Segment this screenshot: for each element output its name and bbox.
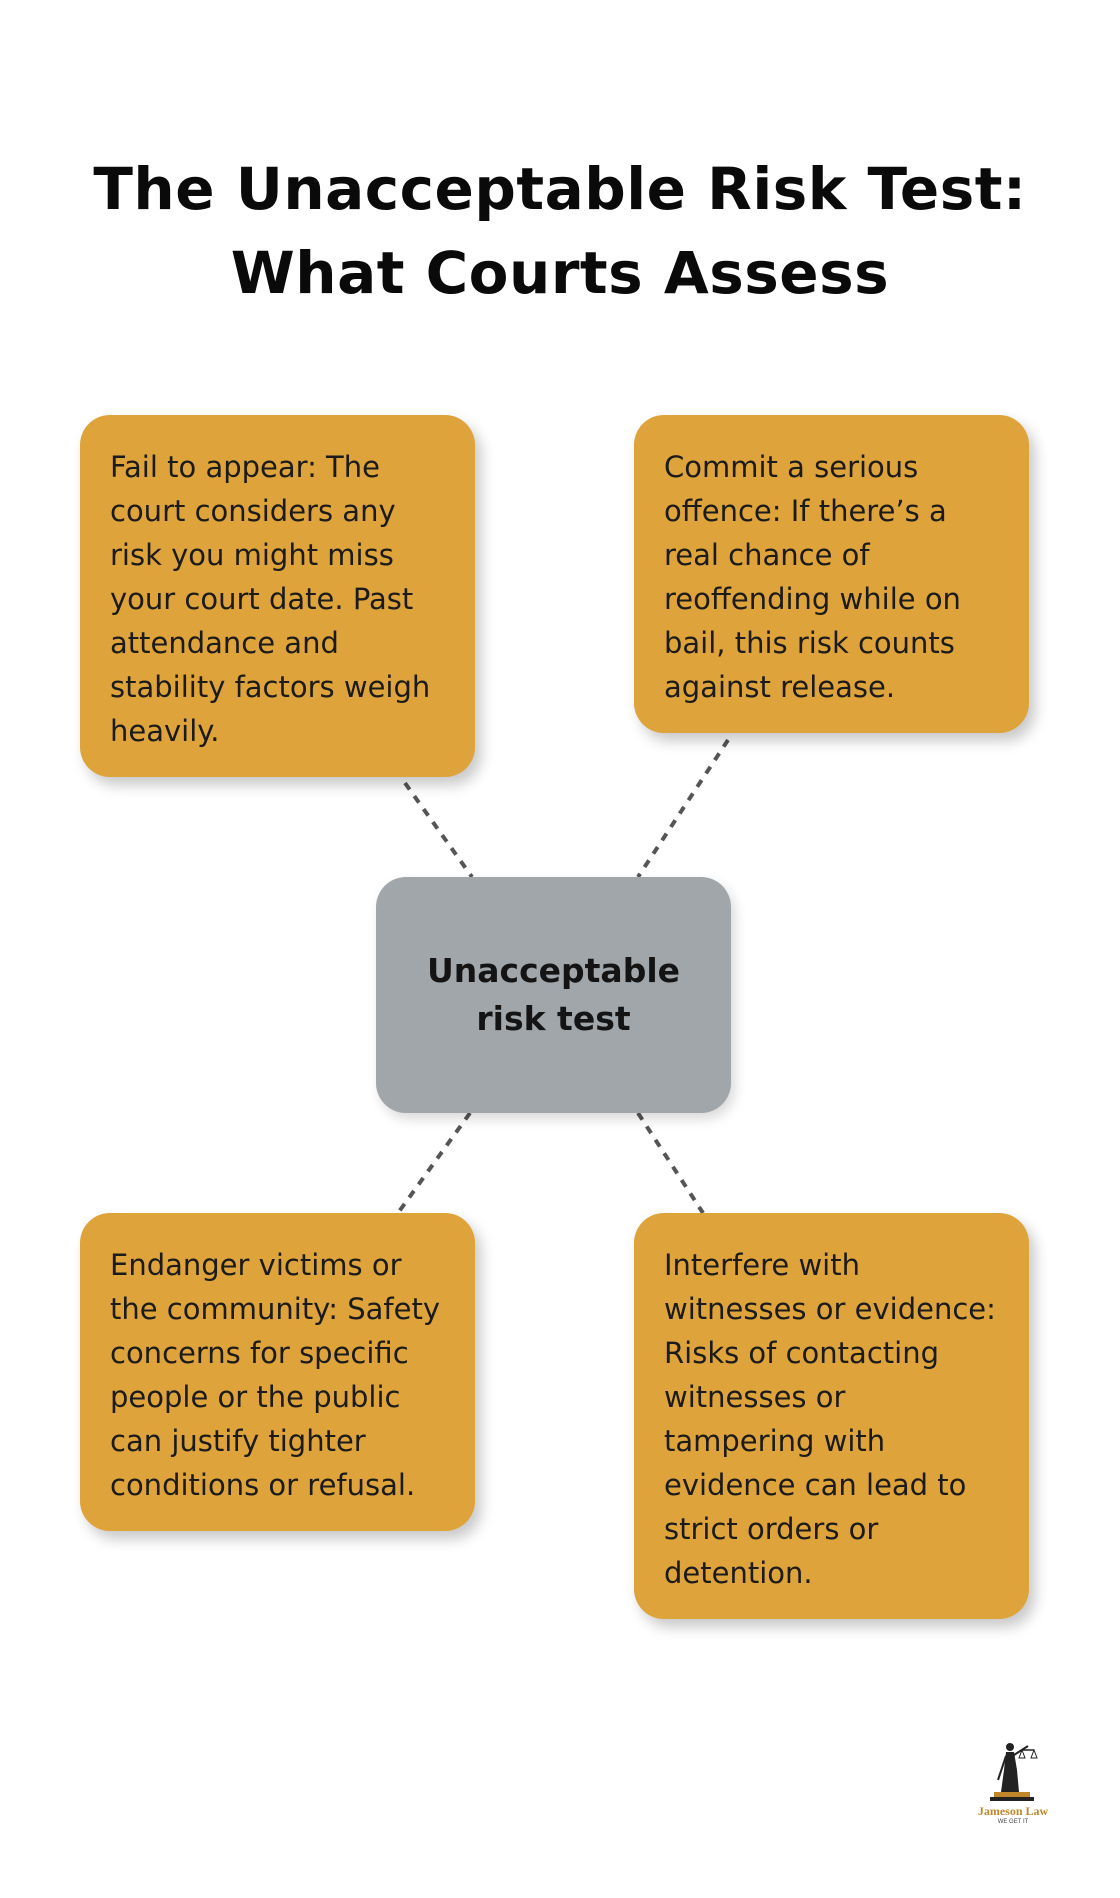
card-fail-to-appear: Fail to appear: The court considers any … [80,415,475,777]
connector-bottom-right [636,1111,705,1215]
center-node-label: Unacceptable risk test [426,951,681,1038]
center-node: Unacceptable risk test [376,877,731,1113]
logo-tagline: WE GET IT [997,1819,1029,1825]
page-title: The Unacceptable Risk Test: What Courts … [0,147,1120,315]
lady-justice-icon [990,1743,1038,1801]
card-commit-serious-offence: Commit a serious offence: If there’s a r… [634,415,1029,733]
connector-top-left [403,781,474,879]
title-line-1: The Unacceptable Risk Test: [93,154,1027,223]
logo-name: Jameson Law [977,1804,1049,1818]
connector-bottom-left [396,1111,472,1215]
title-line-2: What Courts Assess [230,238,890,307]
logo: Jameson Law WE GET IT [958,1740,1068,1850]
card-interfere-with-witnesses: Interfere with witnesses or evidence: Ri… [634,1213,1029,1619]
connector-top-right [636,738,730,879]
card-endanger-victims: Endanger victims or the community: Safet… [80,1213,475,1531]
